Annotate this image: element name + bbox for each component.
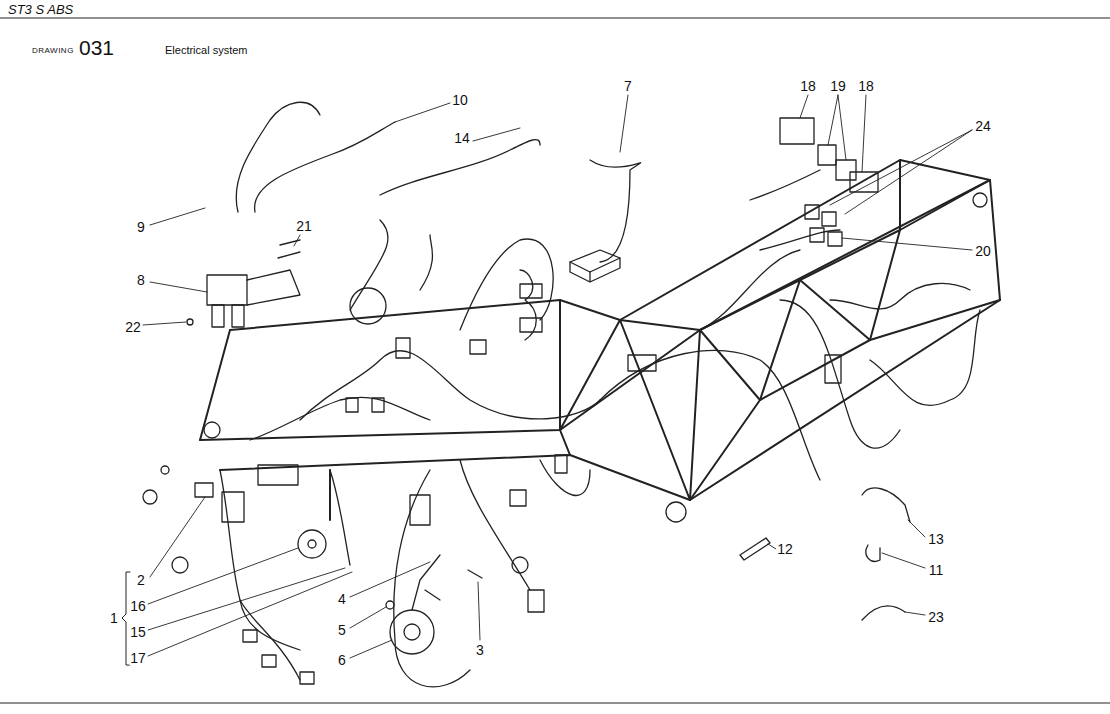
drawing-title: Electrical system <box>165 45 248 56</box>
callout-number: 24 <box>974 119 992 133</box>
drawing-label: DRAWING <box>32 47 74 55</box>
callout-number: 10 <box>451 93 469 107</box>
callout-number: 22 <box>124 320 142 334</box>
callout-number: 3 <box>475 643 485 657</box>
callout-number: 2 <box>136 573 146 587</box>
callout-number: 23 <box>927 610 945 624</box>
callout-number: 11 <box>928 563 945 577</box>
callout-number: 20 <box>974 244 992 258</box>
callout-number: 7 <box>623 79 633 93</box>
callout-number: 14 <box>453 131 471 145</box>
callout-number: 21 <box>295 219 313 233</box>
callout-number: 9 <box>136 220 146 234</box>
callout-number: 18 <box>799 79 817 93</box>
callout-number: 1 <box>109 611 119 625</box>
callout-number: 19 <box>829 79 847 93</box>
callout-number: 5 <box>337 623 347 637</box>
callout-number: 4 <box>337 592 347 606</box>
callout-number: 6 <box>337 653 347 667</box>
callout-number: 18 <box>857 79 875 93</box>
header-model: ST3 S ABS <box>8 3 73 16</box>
callout-number: 13 <box>927 532 945 546</box>
callout-number: 16 <box>129 599 147 613</box>
callout-number: 15 <box>129 625 147 639</box>
callout-number: 8 <box>136 273 146 287</box>
callout-number: 12 <box>776 542 794 556</box>
drawing-number: 031 <box>79 37 114 58</box>
callout-number: 17 <box>129 651 147 665</box>
